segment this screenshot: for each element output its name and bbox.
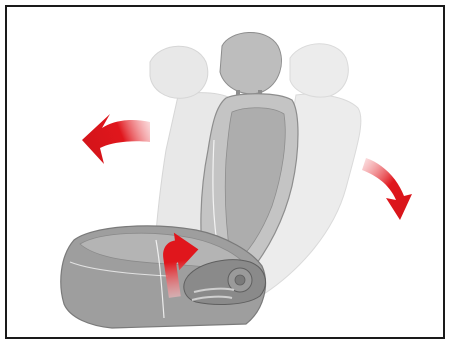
backrest-recline-forward-arrow [82, 114, 150, 164]
backrest-recline-backward-arrow [362, 158, 412, 220]
headrest [220, 32, 281, 102]
